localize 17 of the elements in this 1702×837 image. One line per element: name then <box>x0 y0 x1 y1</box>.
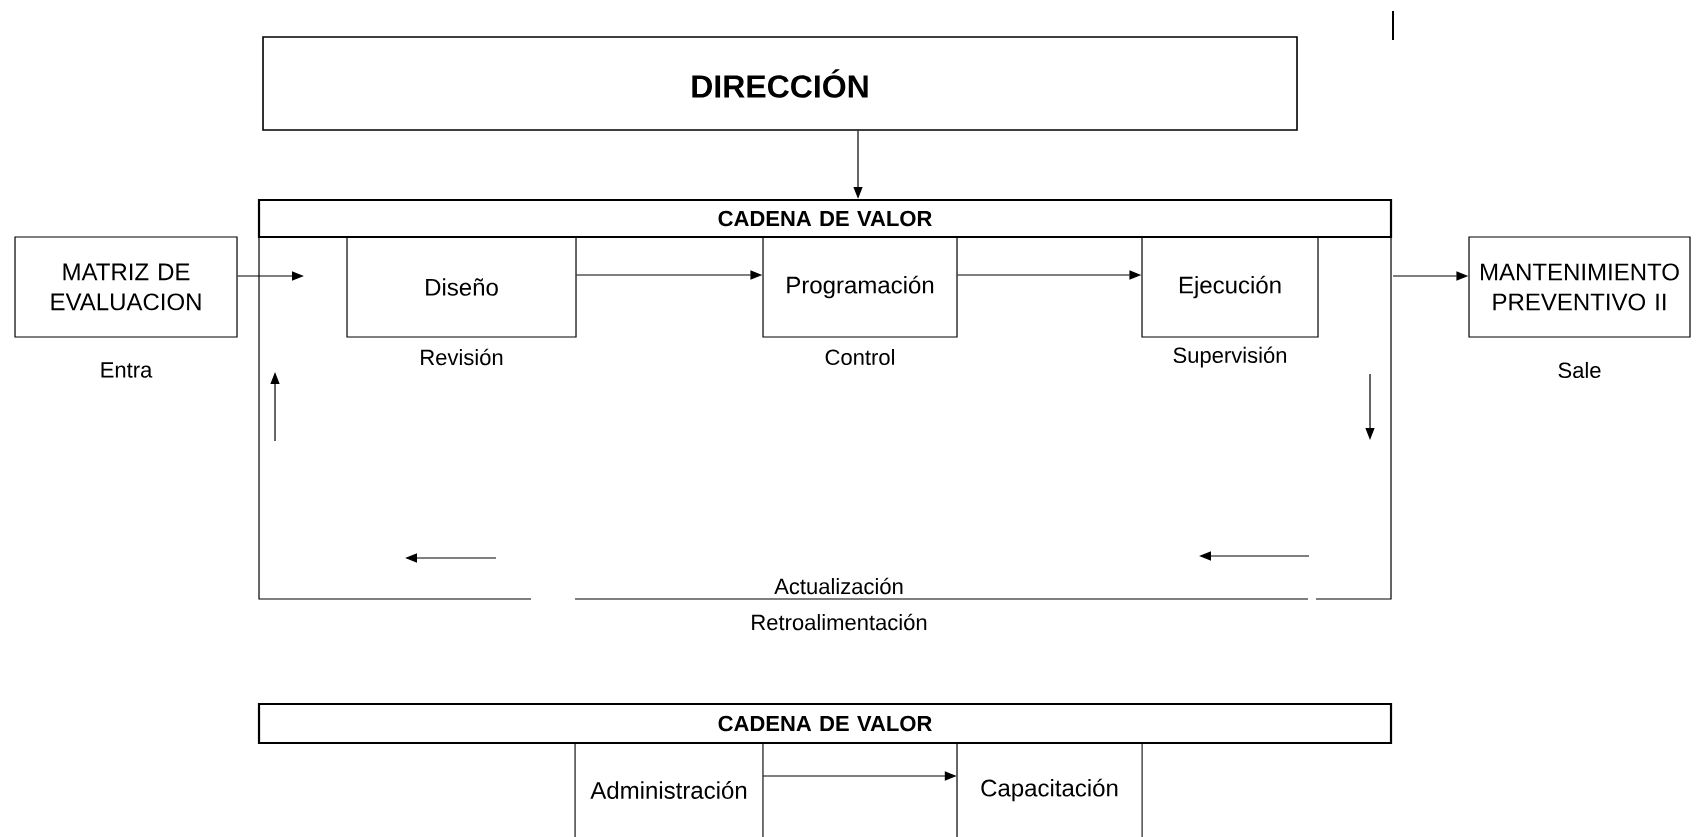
output-box: MANTENIMIENTO PREVENTIVO II <box>1468 236 1691 338</box>
process-box: Diseño <box>346 236 577 338</box>
caption-text: Entra <box>101 362 153 378</box>
note-text: Actualización <box>774 577 903 595</box>
header-band: CADENA DE VALOR <box>257 702 1393 745</box>
process-box: Programación <box>762 236 958 338</box>
input-box: MATRIZ DE EVALUACION <box>14 236 238 338</box>
caption-text: Revisión <box>421 348 503 366</box>
title-box: DIRECCIÓN <box>262 36 1298 131</box>
caption-text: Sale <box>1558 361 1601 379</box>
caption-text: Control <box>825 348 894 366</box>
caption-text: Supervisión <box>1173 346 1287 368</box>
header-band: CADENA DE VALOR <box>257 198 1393 239</box>
process-box: Ejecución <box>1141 236 1319 338</box>
note-text: Retroalimentación <box>752 613 927 631</box>
process-box: Administración <box>574 742 764 837</box>
process-box: Capacitación <box>956 742 1143 837</box>
